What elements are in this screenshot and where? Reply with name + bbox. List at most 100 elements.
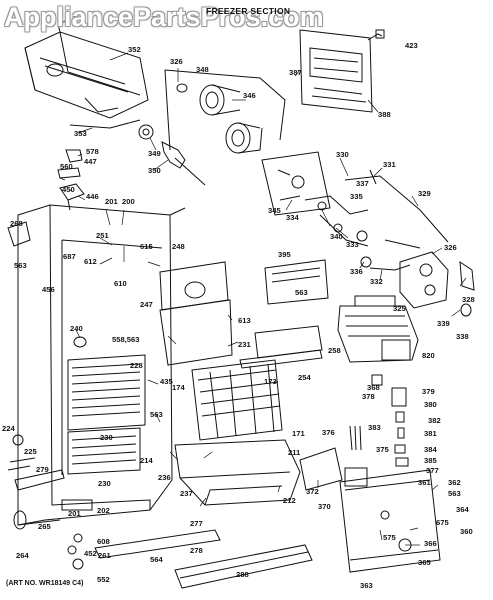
part-callout-label: 376 [322,428,335,437]
part-callout-label: 349 [148,149,161,158]
diagram-title: FREEZER SECTION [206,6,291,16]
part-callout-label: 279 [36,465,49,474]
rail-277 [94,529,221,559]
part-callout-label: 350 [148,166,161,175]
small-parts [349,374,409,467]
part-callout-label: 174 [172,383,185,392]
part-452 [67,545,77,555]
part-240 [73,336,87,348]
part-callout-label: 240 [70,324,83,333]
part-callout-label: 326 [170,57,183,66]
part-callout-label: 211 [288,448,301,457]
part-callout-label: 261 [98,551,111,560]
part-callout-label: 612 [84,257,97,266]
ice-bucket-drawing [24,19,149,119]
part-callout-label: 687 [63,252,76,261]
part-callout-label: 381 [424,429,437,438]
part-callout-label: 615 [140,242,153,251]
part-callout-label: 346 [243,91,256,100]
part-callout-label: 379 [422,387,435,396]
leader-lines [59,52,467,546]
part-callout-label: 326 [444,243,457,252]
part-callout-label: 268 [10,219,23,228]
part-callout-label: 254 [298,373,311,382]
part-callout-label: 365 [418,558,431,567]
part-callout-label: 575 [383,533,396,542]
ice-door-drawing [299,29,385,113]
cover-372 [299,447,343,491]
part-callout-label: 423 [405,41,418,50]
part-224 [12,434,24,446]
part-callout-label: 377 [426,466,439,475]
part-callout-label: 338 [456,332,469,341]
part-callout-label: 368 [367,383,380,392]
freezer-bin-drawing [174,439,301,506]
wire-basket-drawing [191,359,283,441]
part-callout-label: 370 [318,502,331,511]
part-callout-label: 552 [97,575,110,584]
part-202-drawing [61,499,93,511]
part-callout-label: 563 [295,288,308,297]
part-callout-label: 336 [350,267,363,276]
art-number: (ART NO. WR18149 C4) [6,580,84,587]
part-callout-label: 364 [456,505,469,514]
part-261 [72,558,84,570]
part-callout-label: 340 [330,232,343,241]
part-callout-label: 171 [292,429,305,438]
part-callout-label: 214 [140,456,153,465]
part-callout-label: 288 [236,570,249,579]
part-446 [59,183,85,211]
part-callout-label: 330 [336,150,349,159]
part-264 [13,510,27,530]
part-callout-label: 339 [437,319,450,328]
part-callout-label: 236 [158,473,171,482]
base-plate-drawing [339,467,441,573]
part-callout-label: 384 [424,445,437,454]
part-callout-label: 563 [150,410,163,419]
part-callout-label: 375 [376,445,389,454]
bracket-345 [261,151,331,216]
part-callout-label: 230 [100,433,113,442]
part-callout-label: 387 [289,68,302,77]
part-callout-label: 378 [362,392,375,401]
part-callout-label: 265 [38,522,51,531]
part-callout-label: 237 [180,489,193,498]
part-callout-label: 361 [418,478,431,487]
part-callout-label: 353 [74,129,87,138]
part-callout-label: 447 [84,157,97,166]
part-callout-label: 251 [96,231,109,240]
fan-assembly-drawing [164,69,286,154]
part-callout-label: 610 [114,279,127,288]
shelf-254 [239,349,323,369]
part-callout-label: 452 [84,549,97,558]
duct-248 [159,261,229,311]
part-callout-label: 231 [238,340,251,349]
auger-wire [69,119,141,129]
tube-225 [7,457,36,471]
part-447 [65,149,83,163]
part-callout-label: 264 [16,551,29,560]
part-callout-label: 200 [122,197,135,206]
part-callout-label: 212 [283,496,296,505]
part-callout-label: 224 [2,424,15,433]
part-callout-label: 277 [190,519,203,528]
part-callout-label: 331 [383,160,396,169]
part-callout-label: 366 [424,539,437,548]
part-callout-label: 278 [190,546,203,555]
part-callout-label: 563 [14,261,27,270]
part-callout-label: 333 [346,240,359,249]
part-callout-label: 380 [424,400,437,409]
part-callout-label: 362 [448,478,461,487]
part-callout-label: 228 [130,361,143,370]
part-callout-label: 435 [160,377,173,386]
part-callout-label: 230 [98,479,111,488]
part-callout-label: 345 [268,206,281,215]
part-callout-label: 363 [360,581,373,590]
part-callout-label: 563 [448,489,461,498]
part-callout-label: 388 [378,110,391,119]
part-callout-label: 560 [60,162,73,171]
part-callout-label: 675 [436,518,449,527]
part-callout-label: 558,563 [112,335,140,344]
part-callout-label: 613 [238,316,251,325]
